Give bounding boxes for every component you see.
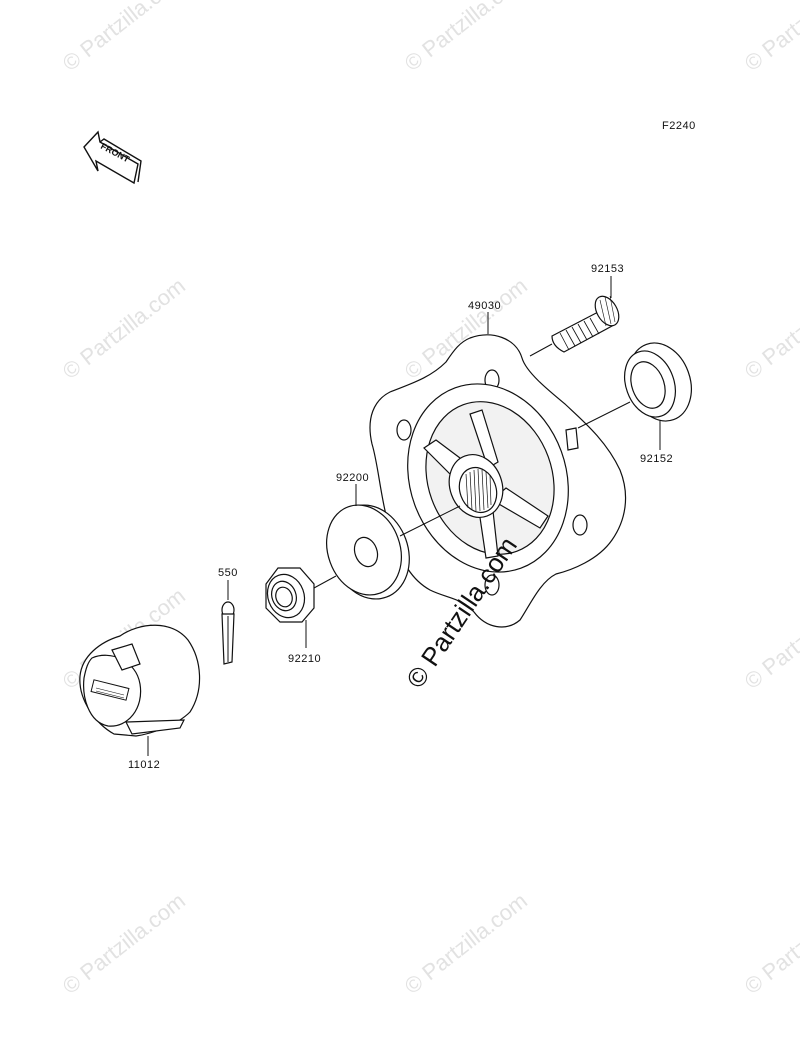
watermark: © Partzilla.com <box>58 273 190 384</box>
part-label-11012[interactable]: 11012 <box>128 759 160 771</box>
part-label-49030[interactable]: 49030 <box>468 300 501 312</box>
watermark: © Partzilla.com <box>740 0 800 76</box>
front-arrow-icon: FRONT <box>83 130 142 185</box>
watermark: © Partzilla.com <box>400 888 532 999</box>
diagram-code: F2240 <box>662 120 696 132</box>
part-label-92152[interactable]: 92152 <box>640 453 673 465</box>
seal-92152 <box>624 342 692 422</box>
cotter-pin-550 <box>221 601 235 665</box>
hub-49030 <box>369 334 627 628</box>
part-label-92210[interactable]: 92210 <box>288 653 321 665</box>
axis-lines <box>313 343 631 589</box>
watermark: © Partzilla.com <box>740 583 800 694</box>
part-label-550[interactable]: 550 <box>218 567 238 579</box>
part-label-92153[interactable]: 92153 <box>591 263 624 275</box>
part-labels: 92153 49030 92152 92200 550 92210 11012 <box>128 263 673 771</box>
part-label-92200[interactable]: 92200 <box>336 472 369 484</box>
watermark: © Partzilla.com <box>740 273 800 384</box>
washer-92200 <box>326 504 410 600</box>
watermark: © Partzilla.com <box>58 888 190 999</box>
watermark: © Partzilla.com <box>400 0 532 76</box>
leader-lines <box>147 276 661 756</box>
nut-92210 <box>265 567 315 623</box>
watermark: © Partzilla.com <box>58 0 190 76</box>
watermark: © Partzilla.com <box>740 888 800 999</box>
stud-92153 <box>551 295 620 353</box>
cap-11012 <box>79 624 201 737</box>
